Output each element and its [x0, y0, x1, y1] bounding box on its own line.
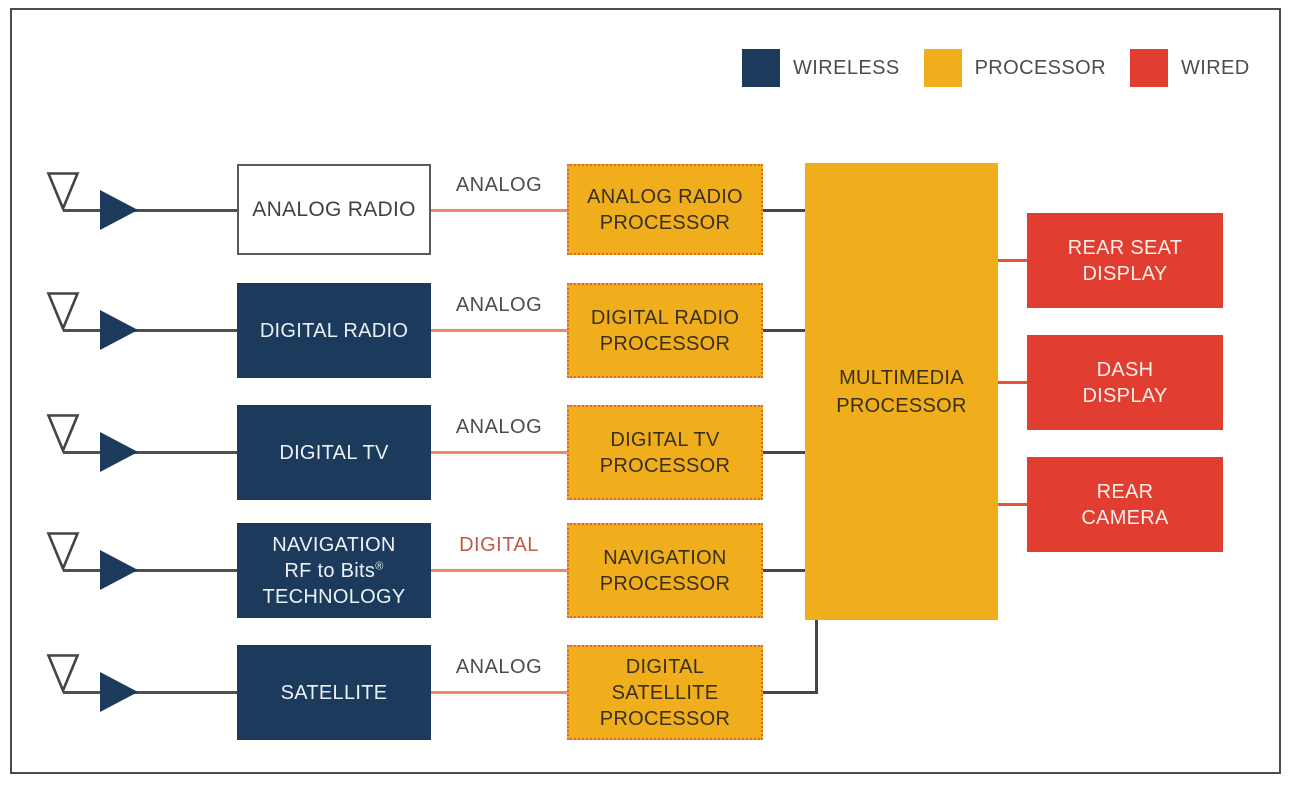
- box-label-line: REAR SEAT: [1067, 236, 1183, 259]
- satellite-link-vertical: [814, 620, 818, 694]
- antenna-line: [63, 328, 237, 332]
- box-label-line: DIGITAL: [625, 655, 705, 678]
- output-box-dash-display: DASH DISPLAY: [1027, 335, 1223, 430]
- processor-link-line: [763, 450, 805, 454]
- processor-link-line: [763, 328, 805, 332]
- legend-item-processor: PROCESSOR: [923, 49, 1106, 87]
- signal-label-analog-1: ANALOG: [455, 294, 543, 316]
- wired-swatch-icon: [1129, 49, 1168, 87]
- box-label-line: DIGITAL RADIO: [590, 306, 740, 329]
- antenna-icon: [46, 291, 80, 332]
- box-label-line: CAMERA: [1081, 506, 1169, 529]
- signal-label-analog-0: ANALOG: [455, 174, 543, 196]
- legend: WIRELESS PROCESSOR WIRED: [742, 49, 1250, 87]
- output-link-line: [998, 503, 1027, 506]
- legend-label-wireless: WIRELESS: [793, 56, 900, 79]
- processor-box-digital-tv-processor: DIGITAL TV PROCESSOR: [567, 405, 763, 500]
- processor-link-line: [763, 568, 805, 572]
- box-label-line: NAVIGATION: [603, 546, 727, 569]
- registered-mark: ®: [375, 559, 384, 572]
- antenna-icon: [46, 531, 80, 572]
- box-label-line: SATELLITE: [280, 681, 388, 704]
- box-label-line: PROCESSOR: [599, 572, 731, 595]
- source-processor-line: [431, 328, 567, 332]
- source-box-navigation-rf-to-bits-technology: NAVIGATION RF to Bits® TECHNOLOGY: [237, 523, 431, 618]
- box-label-line: NAVIGATION: [272, 533, 396, 556]
- amplifier-icon: [100, 432, 138, 472]
- signal-label-digital-3: DIGITAL: [459, 534, 539, 556]
- amplifier-icon: [100, 310, 138, 350]
- antenna-icon: [46, 171, 80, 212]
- processor-link-line: [763, 208, 805, 212]
- output-link-line: [998, 259, 1027, 262]
- antenna-line: [63, 450, 237, 454]
- legend-item-wired: WIRED: [1129, 49, 1250, 87]
- multimedia-processor-label-line: MULTIMEDIA: [839, 366, 964, 389]
- processor-box-navigation-processor: NAVIGATION PROCESSOR: [567, 523, 763, 618]
- source-box-analog-radio: ANALOG RADIO: [237, 164, 431, 255]
- amplifier-icon: [100, 672, 138, 712]
- source-box-digital-radio: DIGITAL RADIO: [237, 283, 431, 378]
- box-label-line: DIGITAL TV: [279, 441, 389, 464]
- output-box-rear-camera: REAR CAMERA: [1027, 457, 1223, 552]
- processor-swatch-icon: [923, 49, 962, 87]
- output-box-rear-seat-display: REAR SEAT DISPLAY: [1027, 213, 1223, 308]
- multimedia-processor-box: MULTIMEDIA PROCESSOR: [805, 163, 998, 620]
- box-label-line: ANALOG RADIO: [587, 185, 743, 208]
- box-label-line: RF to Bits®: [284, 559, 384, 582]
- amplifier-icon: [100, 190, 138, 230]
- multimedia-processor-label-line: PROCESSOR: [836, 394, 967, 417]
- processor-link-line: [763, 690, 818, 694]
- legend-item-wireless: WIRELESS: [742, 49, 900, 87]
- processor-box-analog-radio-processor: ANALOG RADIO PROCESSOR: [567, 164, 763, 255]
- box-label-line: DISPLAY: [1082, 262, 1168, 285]
- source-processor-line: [431, 568, 567, 572]
- output-link-line: [998, 381, 1027, 384]
- processor-box-digital-satellite-processor: DIGITAL SATELLITE PROCESSOR: [567, 645, 763, 740]
- box-label-line: PROCESSOR: [599, 707, 731, 730]
- source-processor-line: [431, 690, 567, 694]
- box-label-line: DIGITAL TV: [610, 428, 720, 451]
- legend-label-wired: WIRED: [1180, 56, 1250, 79]
- box-label-line: ANALOG RADIO: [252, 197, 416, 221]
- source-processor-line: [431, 208, 567, 212]
- source-box-satellite: SATELLITE: [237, 645, 431, 740]
- box-label-line: DISPLAY: [1082, 384, 1168, 407]
- signal-label-analog-2: ANALOG: [455, 416, 543, 438]
- antenna-icon: [46, 653, 80, 694]
- source-processor-line: [431, 450, 567, 454]
- processor-box-digital-radio-processor: DIGITAL RADIO PROCESSOR: [567, 283, 763, 378]
- antenna-icon: [46, 413, 80, 454]
- box-label-line: DASH: [1096, 358, 1154, 381]
- wireless-swatch-icon: [742, 49, 780, 87]
- antenna-line: [63, 690, 237, 694]
- antenna-line: [63, 568, 237, 572]
- box-label-line: DIGITAL RADIO: [259, 319, 409, 342]
- box-label-line: PROCESSOR: [599, 211, 731, 234]
- box-label-line: TECHNOLOGY: [262, 585, 406, 608]
- amplifier-icon: [100, 550, 138, 590]
- box-label-line: SATELLITE: [611, 681, 719, 704]
- legend-label-processor: PROCESSOR: [974, 56, 1106, 79]
- antenna-line: [63, 208, 237, 212]
- box-label-line: PROCESSOR: [599, 332, 731, 355]
- diagram-frame: [10, 8, 1281, 774]
- box-label-line: PROCESSOR: [599, 454, 731, 477]
- source-box-digital-tv: DIGITAL TV: [237, 405, 431, 500]
- box-label-line: REAR: [1096, 480, 1154, 503]
- signal-label-analog-4: ANALOG: [455, 656, 543, 678]
